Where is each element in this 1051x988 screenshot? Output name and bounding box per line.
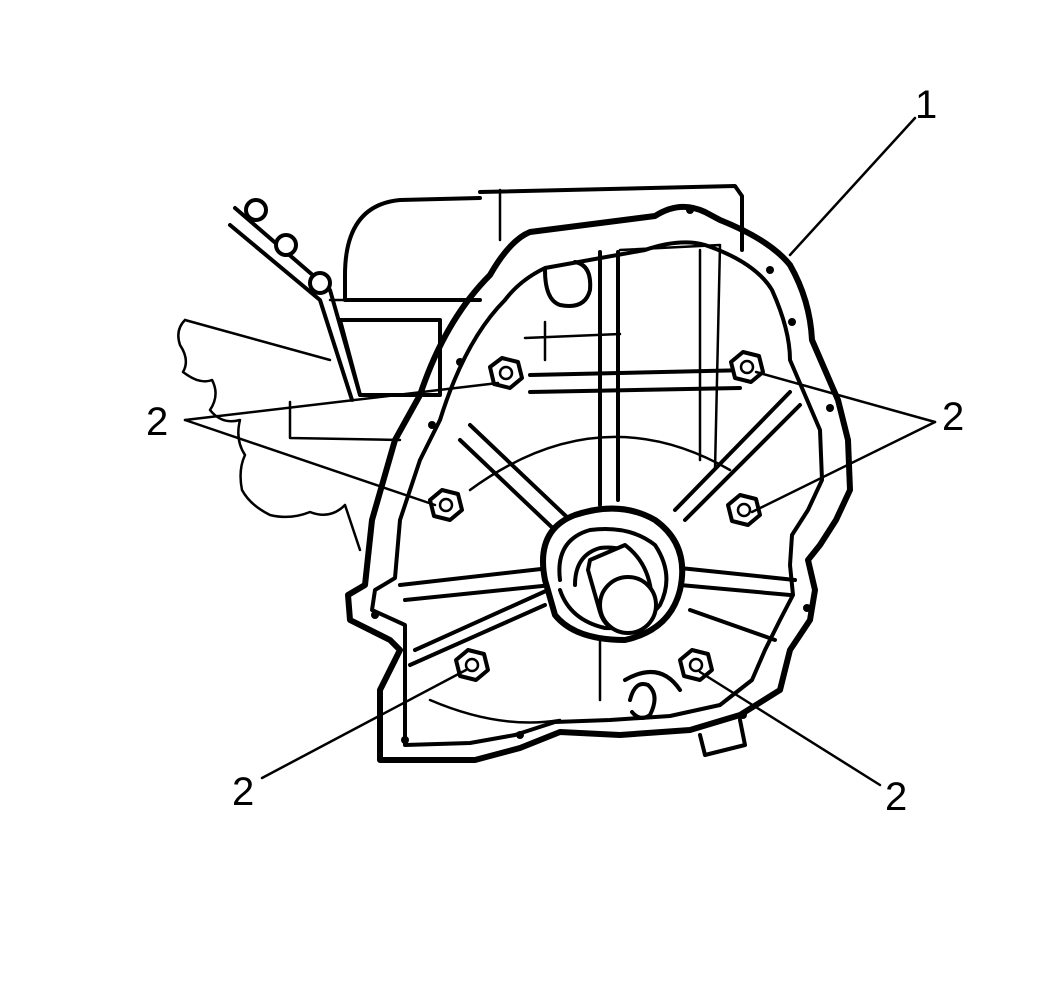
leader-2b-1 <box>754 370 937 424</box>
leader-lines <box>183 116 937 787</box>
leader-2b-2 <box>750 420 937 514</box>
callout-2-bottom-right: 2 <box>885 775 907 819</box>
bolt-mid-left <box>428 488 464 522</box>
bolt-mid-right <box>726 493 762 527</box>
front-cover <box>345 203 853 763</box>
bolt-lower-left <box>454 648 490 682</box>
bolt-lower-right <box>678 648 714 682</box>
crankshaft-seal <box>540 505 686 643</box>
leader-2a-2 <box>183 418 437 507</box>
callout-2-bottom-left: 2 <box>232 770 254 814</box>
bolt-upper-right <box>729 350 765 384</box>
leader-2c <box>260 668 468 780</box>
leader-2d <box>698 670 882 787</box>
callout-labels: 1 2 2 2 2 <box>146 83 964 819</box>
callout-1: 1 <box>915 83 937 127</box>
engine-block-background <box>177 184 747 757</box>
callout-2-left: 2 <box>146 400 168 444</box>
leader-1 <box>788 116 917 257</box>
leader-2a-1 <box>183 381 500 422</box>
callout-2-right: 2 <box>942 395 964 439</box>
bolts <box>428 350 765 682</box>
